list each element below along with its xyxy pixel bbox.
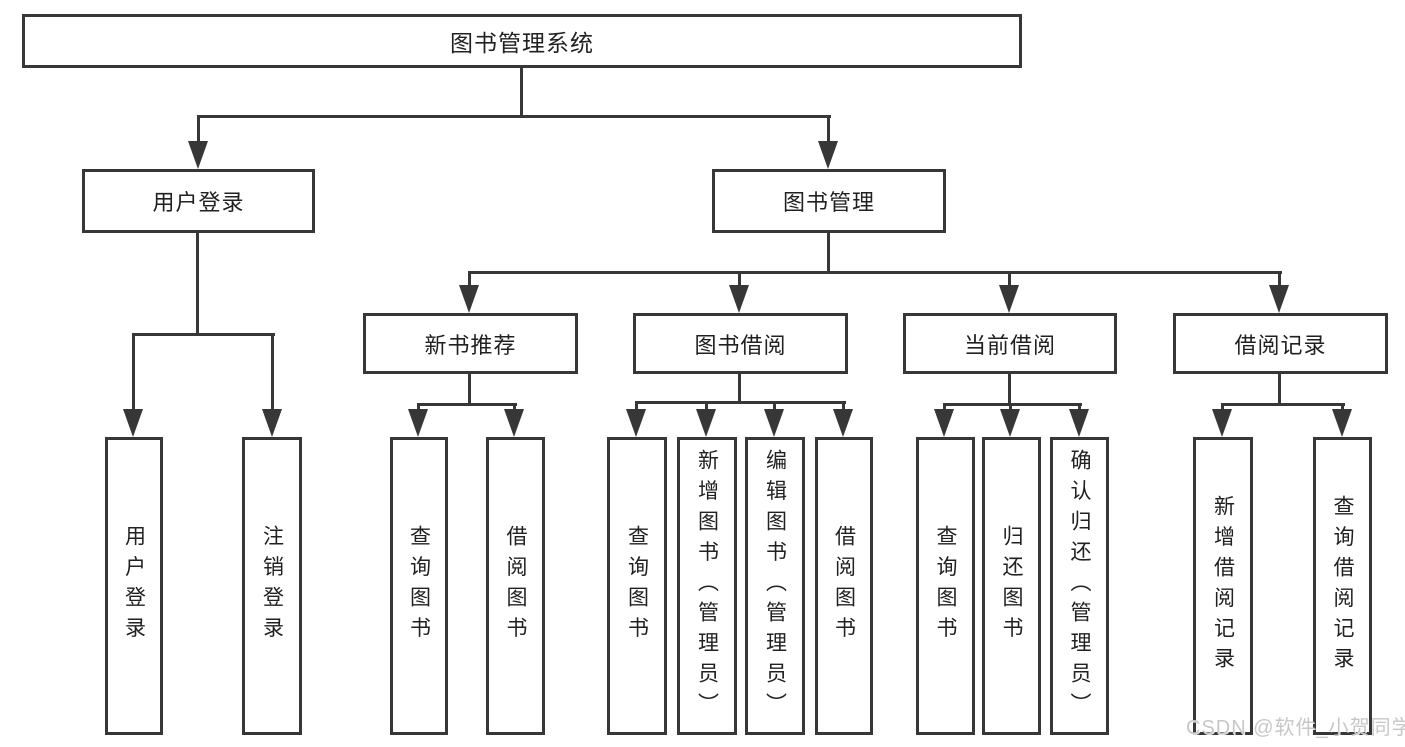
node-library-management-system: 图书管理系统 xyxy=(22,14,1022,68)
connector-line xyxy=(1078,403,1081,413)
connector-line xyxy=(943,403,946,413)
node-current-borrowing: 当前借阅 xyxy=(903,313,1117,374)
arrow-head xyxy=(764,409,784,437)
connector-line xyxy=(705,401,708,412)
arrow-head xyxy=(833,409,853,437)
arrow-head xyxy=(408,409,428,437)
leaf-confirm-return-admin: 确认归还（管理员） xyxy=(1050,437,1109,735)
node-label: 编辑图书（管理员） xyxy=(763,448,787,724)
connector-line xyxy=(196,232,199,336)
node-label: 归还图书 xyxy=(1000,525,1023,647)
connector-line xyxy=(197,115,200,143)
connector-line xyxy=(635,401,846,404)
arrow-head xyxy=(729,285,749,313)
connector-line xyxy=(132,333,275,336)
connector-line xyxy=(468,271,1282,274)
arrow-head xyxy=(459,285,479,313)
connector-line xyxy=(132,333,135,411)
node-book-management: 图书管理 xyxy=(712,169,946,233)
connector-line xyxy=(738,271,741,287)
node-label: 查询借阅记录 xyxy=(1331,494,1354,678)
arrow-head xyxy=(696,409,716,437)
node-label: 新书推荐 xyxy=(424,332,517,358)
leaf-add-book-admin: 新增图书（管理员） xyxy=(677,437,737,735)
node-label: 用户登录 xyxy=(152,190,245,215)
node-label: 借阅图书 xyxy=(504,525,527,647)
arrow-head xyxy=(626,409,646,437)
arrow-head xyxy=(504,409,524,437)
node-label: 新增借阅记录 xyxy=(1211,494,1235,678)
leaf-query-book-current: 查询图书 xyxy=(916,437,975,735)
node-label: 确认归还（管理员） xyxy=(1068,448,1091,724)
connector-line xyxy=(1008,271,1011,287)
csdn-watermark: CSDN @软件_小贺同学 xyxy=(1186,717,1405,739)
node-label: 用户登录 xyxy=(122,525,146,647)
connector-line xyxy=(773,401,776,412)
node-user-login: 用户登录 xyxy=(82,169,315,233)
arrow-head xyxy=(1212,409,1232,437)
connector-line xyxy=(827,115,830,143)
connector-line xyxy=(520,68,523,118)
arrow-head xyxy=(188,141,208,169)
node-label: 新增图书（管理员） xyxy=(695,448,719,724)
node-new-book-recommendation: 新书推荐 xyxy=(363,313,578,374)
connector-line xyxy=(197,115,831,118)
node-label: 注销登录 xyxy=(260,525,284,647)
leaf-edit-book-admin: 编辑图书（管理员） xyxy=(745,437,805,735)
connector-line xyxy=(1341,403,1344,413)
connector-line xyxy=(1221,403,1345,406)
connector-line xyxy=(1221,403,1224,413)
connector-line xyxy=(635,401,638,412)
connector-line xyxy=(1009,403,1012,413)
connector-line xyxy=(417,403,517,406)
arrow-head xyxy=(818,141,838,169)
leaf-query-book-borrowing: 查询图书 xyxy=(607,437,667,735)
arrow-head xyxy=(1332,409,1352,437)
connector-line xyxy=(271,333,274,411)
connector-line xyxy=(513,403,516,413)
arrow-head xyxy=(1000,409,1020,437)
node-label: 借阅图书 xyxy=(832,525,856,647)
connector-line xyxy=(943,403,1082,406)
node-label: 图书管理系统 xyxy=(450,30,594,56)
leaf-query-book-recommend: 查询图书 xyxy=(390,437,448,735)
connector-line xyxy=(842,401,845,412)
arrow-head xyxy=(1269,285,1289,313)
connector-line xyxy=(1278,371,1281,406)
connector-line xyxy=(1008,371,1011,406)
leaf-query-borrow-record: 查询借阅记录 xyxy=(1313,437,1372,735)
connector-line xyxy=(827,232,830,274)
arrow-head xyxy=(123,409,143,437)
node-label: 查询图书 xyxy=(625,525,649,647)
node-borrowing-records: 借阅记录 xyxy=(1173,313,1388,374)
leaf-logout: 注销登录 xyxy=(242,437,302,735)
arrow-head xyxy=(1069,409,1089,437)
node-label: 当前借阅 xyxy=(963,332,1056,358)
leaf-borrow-book-recommend: 借阅图书 xyxy=(486,437,545,735)
leaf-borrow-book: 借阅图书 xyxy=(815,437,873,735)
connector-line xyxy=(468,371,471,406)
leaf-return-book: 归还图书 xyxy=(982,437,1041,735)
arrow-head xyxy=(934,409,954,437)
connector-line xyxy=(1278,271,1281,287)
leaf-add-borrow-record: 新增借阅记录 xyxy=(1193,437,1253,735)
node-label: 借阅记录 xyxy=(1234,332,1327,358)
arrow-head xyxy=(999,285,1019,313)
node-label: 图书管理 xyxy=(782,190,875,215)
node-label: 图书借阅 xyxy=(694,332,787,358)
connector-line xyxy=(417,403,420,413)
connector-line xyxy=(738,371,741,404)
node-label: 查询图书 xyxy=(407,525,431,647)
connector-line xyxy=(468,271,471,287)
arrow-head xyxy=(262,409,282,437)
node-book-borrowing: 图书借阅 xyxy=(633,313,848,374)
leaf-user-login: 用户登录 xyxy=(105,437,163,735)
node-label: 查询图书 xyxy=(934,525,957,647)
